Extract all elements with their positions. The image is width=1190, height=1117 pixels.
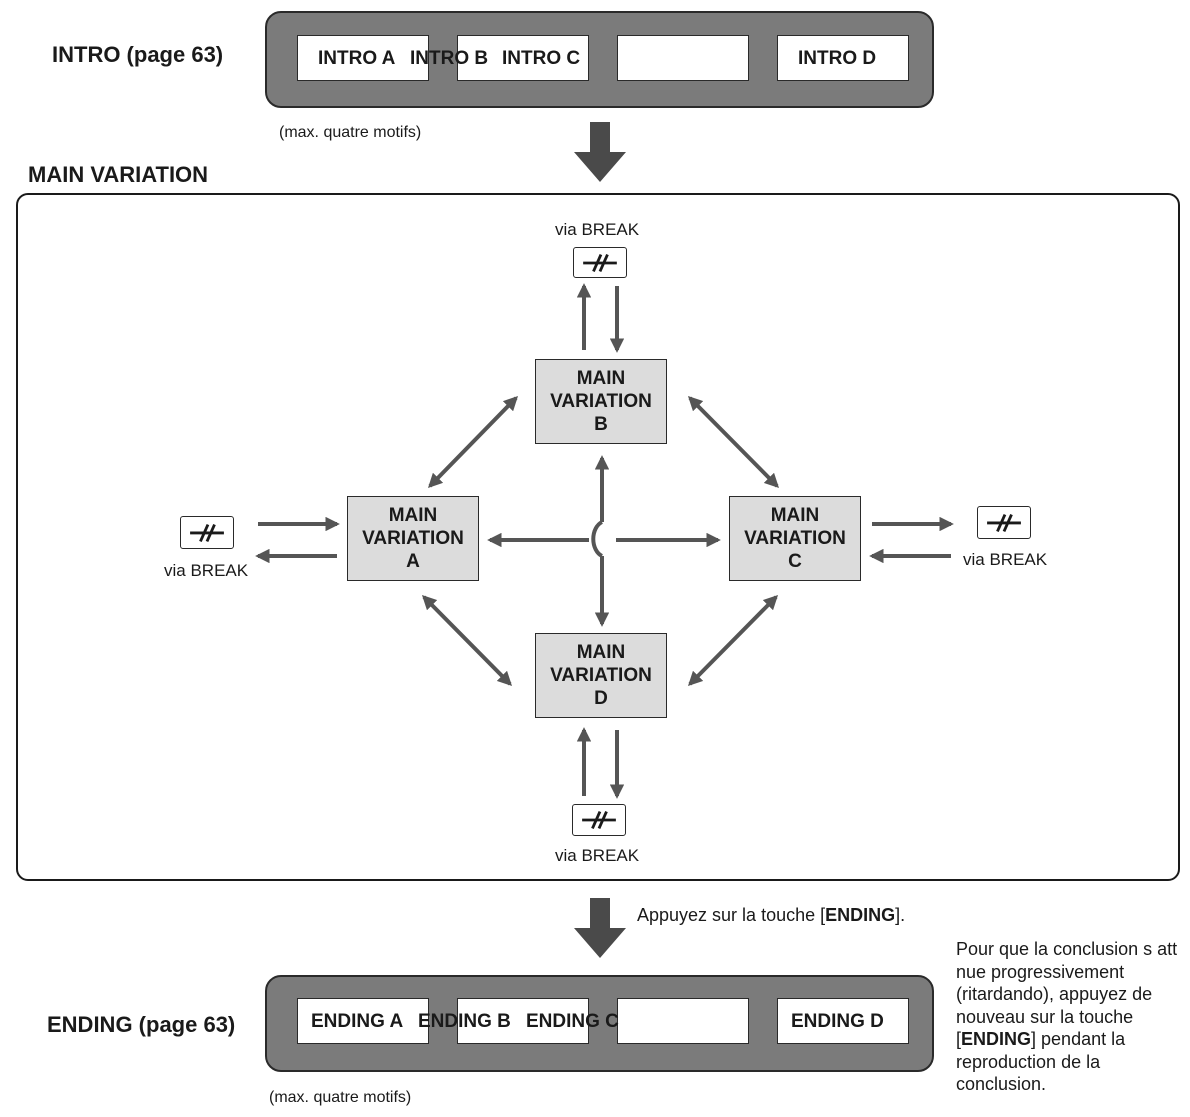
main-variation-c[interactable]: MAIN VARIATION C xyxy=(729,496,861,581)
ending-key: ENDING xyxy=(825,905,896,925)
intro-slot-b[interactable] xyxy=(457,35,589,81)
ritardando-note-end: ] pendant la reproduction de la conclusi… xyxy=(956,1029,1126,1094)
ending-instruction-text: Appuyez sur la touche [ xyxy=(637,905,826,925)
ending-slot-d-label: ENDING D xyxy=(791,1011,884,1032)
intro-note: (max. quatre motifs) xyxy=(279,124,422,141)
main-variation-d-line3: D xyxy=(594,688,608,709)
main-variation-d-line1: MAIN xyxy=(576,642,626,663)
main-variation-label: MAIN VARIATION xyxy=(28,162,209,187)
main-variation-b-line2: VARIATION xyxy=(550,391,652,412)
via-break-left: via BREAK xyxy=(164,561,249,580)
ritardando-note-text: Pour que la conclusion s att nue progres… xyxy=(956,939,1178,1049)
break-fill-icon[interactable] xyxy=(573,247,627,278)
intro-slot-a-label: INTRO A xyxy=(318,48,396,69)
arrow-a-b xyxy=(427,395,519,489)
arrow-b-c xyxy=(687,395,780,489)
main-variation-c-line1: MAIN xyxy=(770,505,820,526)
ending-slot-d[interactable] xyxy=(777,998,909,1044)
via-break-right: via BREAK xyxy=(963,550,1048,569)
main-variation-a-line1: MAIN xyxy=(388,505,438,526)
break-fill-icon[interactable] xyxy=(180,516,234,549)
flow-arrow-down-icon xyxy=(574,122,626,182)
main-variation-a-line3: A xyxy=(406,551,420,572)
intro-slot-d-label: INTRO D xyxy=(798,48,877,69)
intro-slot-c[interactable] xyxy=(617,35,749,81)
main-variation-b[interactable]: MAIN VARIATION B xyxy=(535,359,667,444)
main-variation-b-line3: B xyxy=(594,414,608,435)
via-break-bottom: via BREAK xyxy=(555,846,640,865)
ritardando-note: Pour que la conclusion s att nue progres… xyxy=(956,938,1186,1096)
arrow-a-d xyxy=(421,594,513,687)
ending-slot-a-label: ENDING A xyxy=(311,1011,404,1032)
intro-label: INTRO (page 63) xyxy=(52,42,224,67)
main-variation-c-line3: C xyxy=(788,551,802,572)
main-variation-a[interactable]: MAIN VARIATION A xyxy=(347,496,479,581)
main-variation-d-line2: VARIATION xyxy=(550,665,652,686)
ending-slot-b[interactable] xyxy=(457,998,589,1044)
break-fill-icon[interactable] xyxy=(572,804,626,836)
center-crossover xyxy=(591,520,604,558)
flow-arrow-down-icon xyxy=(574,898,626,958)
main-variation-c-line2: VARIATION xyxy=(744,528,846,549)
break-fill-icon[interactable] xyxy=(977,506,1031,539)
ending-instruction: Appuyez sur la touche [ENDING]. xyxy=(637,905,905,926)
ending-slot-a[interactable] xyxy=(297,998,429,1044)
via-break-top: via BREAK xyxy=(555,220,640,239)
main-variation-a-line2: VARIATION xyxy=(362,528,464,549)
ending-slot-b-label: ENDING B xyxy=(418,1011,511,1032)
main-variation-d[interactable]: MAIN VARIATION D xyxy=(535,633,667,718)
ending-label: ENDING (page 63) xyxy=(47,1012,236,1037)
intro-slot-d[interactable] xyxy=(777,35,909,81)
ending-instruction-end: ]. xyxy=(895,905,906,925)
main-variation-b-line1: MAIN xyxy=(576,368,626,389)
intro-slot-a[interactable] xyxy=(297,35,429,81)
main-variation-frame xyxy=(16,193,1180,881)
arrow-c-d xyxy=(687,594,779,687)
intro-slot-b-label: INTRO B xyxy=(410,48,489,69)
ending-slot-c-label: ENDING C xyxy=(526,1011,619,1032)
ritardando-ending-key: ENDING xyxy=(961,1029,1032,1049)
intro-slot-c-label: INTRO C xyxy=(502,48,581,69)
ending-note: (max. quatre motifs) xyxy=(269,1089,412,1106)
ending-slot-c[interactable] xyxy=(617,998,749,1044)
